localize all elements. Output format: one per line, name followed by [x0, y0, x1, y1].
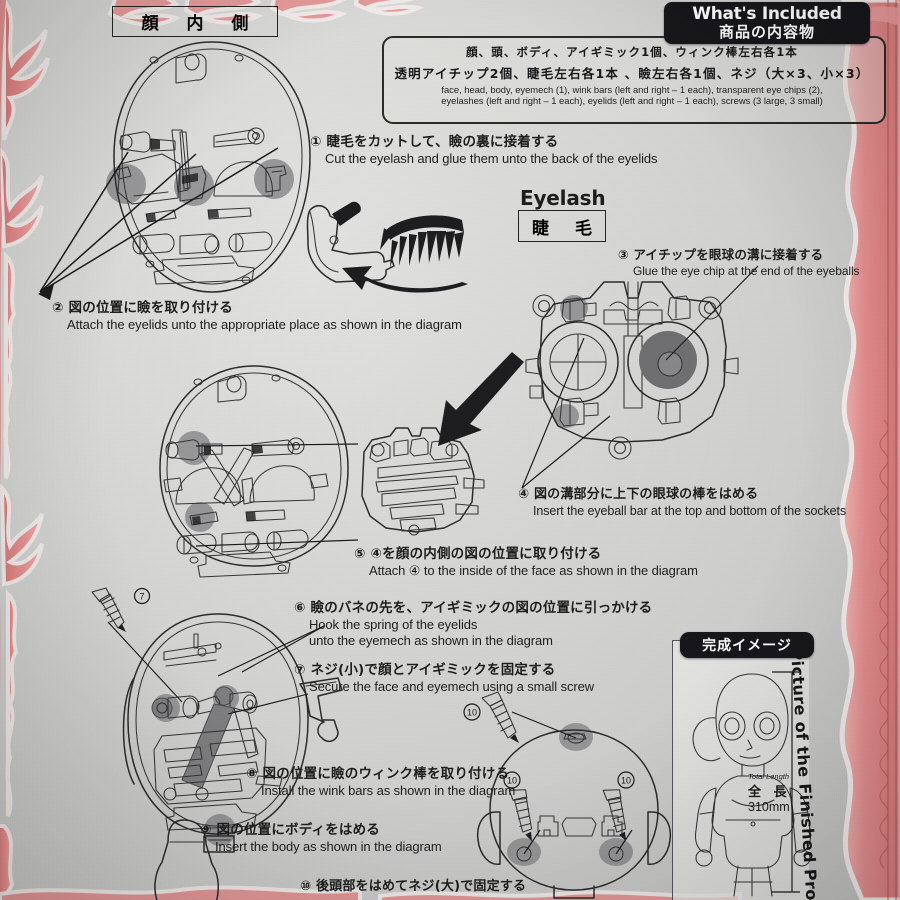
total-length-jp: 全 長: [748, 785, 791, 800]
svg-text:10: 10: [467, 708, 477, 718]
finished-image-jp: 完成イメージ: [702, 638, 792, 654]
included-en-lines: face, head, body, eyemech (1), wink bars…: [382, 84, 882, 107]
step-6-en: Hook the spring of the eyelids: [309, 617, 478, 632]
diagram-finished-doll: [676, 664, 812, 897]
step-7-en: Secure the face and eyemech using a smal…: [309, 679, 595, 694]
diagram-eyemech: [512, 276, 752, 476]
step-1-text: ① 睫毛をカットして、瞼の裏に接着する Cut the eyelash and …: [310, 134, 658, 167]
leader-line-wink-bar: [226, 690, 310, 720]
step-9-text: ⑨ 図の位置にボディをはめる Insert the body as shown …: [200, 822, 442, 855]
step-2-en: Attach the eyelids unto the appropriate …: [67, 317, 462, 332]
total-length-label: Total Length: [748, 772, 790, 781]
face-inside-title-box: 顔 内 側: [112, 6, 278, 37]
step-5-en: Attach ④ to the inside of the face as sh…: [369, 563, 698, 578]
step-4-en: Insert the eyeball bar at the top and bo…: [533, 504, 847, 518]
diagram-eyemech-side: [356, 426, 486, 542]
included-en-line1: face, head, body, eyemech (1), wink bars…: [441, 84, 823, 95]
decorative-border-left: [0, 0, 70, 900]
eyelash-label-box: 睫 毛: [518, 210, 606, 242]
leader-lines-step2: [24, 140, 334, 310]
step-6-en2: unto the eyemech as shown in the diagram: [309, 633, 553, 648]
total-length-value: 310mm: [748, 800, 790, 814]
finished-product-dimensions: Total Length 全 長 310mm: [748, 772, 812, 814]
step-8-text: ⑧ 図の位置に瞼のウィンク棒を取り付ける Install the wink ba…: [246, 766, 515, 799]
step-2-jp: ② 図の位置に瞼を取り付ける: [52, 300, 233, 316]
whats-included-tag: What's Included 商品の内容物: [664, 2, 870, 44]
whats-included-en: What's Included: [692, 3, 842, 24]
step-10-jp: ⑩ 後頭部をはめてネジ(大)で固定する: [300, 879, 527, 894]
step-7-text: ⑦ ネジ(小)で顔とアイギミックを固定する Secure the face an…: [294, 662, 594, 695]
step-3-jp: ③ アイチップを眼球の溝に接着する: [618, 247, 824, 262]
finished-product-card: [672, 640, 809, 900]
step-1-en: Cut the eyelash and glue them unto the b…: [325, 151, 658, 166]
step-6-text: ⑥ 瞼のバネの先を、アイギミックの図の位置に引っかける Hook the spr…: [294, 600, 652, 649]
included-items-panel: [382, 36, 886, 124]
eyelash-label-jp: 睫 毛: [532, 218, 602, 239]
arrow-eyemech-to-face: [408, 352, 528, 450]
face-inside-title: 顔 内 側: [141, 14, 260, 34]
decorative-border-right: [810, 0, 900, 900]
leader-lines-step4: [516, 330, 716, 494]
screw-small-callout: 7: [84, 586, 154, 656]
step-4-text: ④ 図の溝部分に上下の眼球の棒をはめる Insert the eyeball b…: [518, 486, 846, 519]
leader-lines-step5: [188, 436, 368, 556]
finished-image-tag: 完成イメージ: [680, 632, 814, 658]
step-4-jp: ④ 図の溝部分に上下の眼球の棒をはめる: [518, 487, 759, 502]
included-en-line2: eyelashes (left and right – 1 each), eye…: [441, 95, 823, 107]
step-8-jp: ⑧ 図の位置に瞼のウィンク棒を取り付ける: [246, 766, 510, 782]
screw-small-marker: 7: [139, 592, 144, 602]
leader-line-step3: [630, 262, 760, 372]
diagram-eyelid-and-eyelash: [292, 196, 492, 293]
svg-text:10: 10: [621, 776, 631, 786]
whats-included-jp: 商品の内容物: [718, 22, 815, 41]
step-9-en: Insert the body as shown in the diagram: [215, 839, 442, 854]
included-jp-line2: 透明アイチップ2個、睫毛左右各1本 、瞼左右各1個、ネジ（大×3、小×3）: [394, 66, 870, 81]
step-3-text: ③ アイチップを眼球の溝に接着する Glue the eye chip at t…: [618, 246, 860, 279]
step-1-jp: ① 睫毛をカットして、瞼の裏に接着する: [310, 134, 559, 150]
step-8-en: Install the wink bars as shown in the di…: [261, 783, 516, 798]
diagram-wink-bar: [298, 676, 398, 743]
step-3-en: Glue the eye chip at the end of the eyeb…: [633, 264, 860, 278]
diagram-inner-face-middle: [146, 362, 366, 578]
step-2-text: ② 図の位置に瞼を取り付ける Attach the eyelids unto t…: [52, 300, 462, 333]
step-6-jp: ⑥ 瞼のバネの先を、アイギミックの図の位置に引っかける: [294, 600, 653, 616]
leader-lines-step6: [206, 622, 326, 682]
leader-line-screw-small: [106, 620, 216, 710]
step-9-jp: ⑨ 図の位置にボディをはめる: [200, 822, 381, 838]
diagram-face-with-eyemech: [108, 608, 330, 856]
step-10-text: ⑩ 後頭部をはめてネジ(大)で固定する: [300, 878, 526, 900]
included-jp-line1: 顔、頭、ボディ、アイギミック1個、ウィンク棒左右各1本: [466, 45, 798, 59]
svg-text:10: 10: [507, 776, 517, 786]
diagram-doll-body-partial: [140, 818, 250, 900]
step-5-text: ⑤ ④を顔の内側の図の位置に取り付ける Attach ④ to the insi…: [354, 546, 698, 579]
step-5-jp: ⑤ ④を顔の内側の図の位置に取り付ける: [354, 546, 602, 562]
eyelash-label-en: Eyelash: [520, 186, 606, 210]
step-7-jp: ⑦ ネジ(小)で顔とアイギミックを固定する: [294, 662, 556, 678]
diagram-inner-face-top: [96, 36, 328, 304]
